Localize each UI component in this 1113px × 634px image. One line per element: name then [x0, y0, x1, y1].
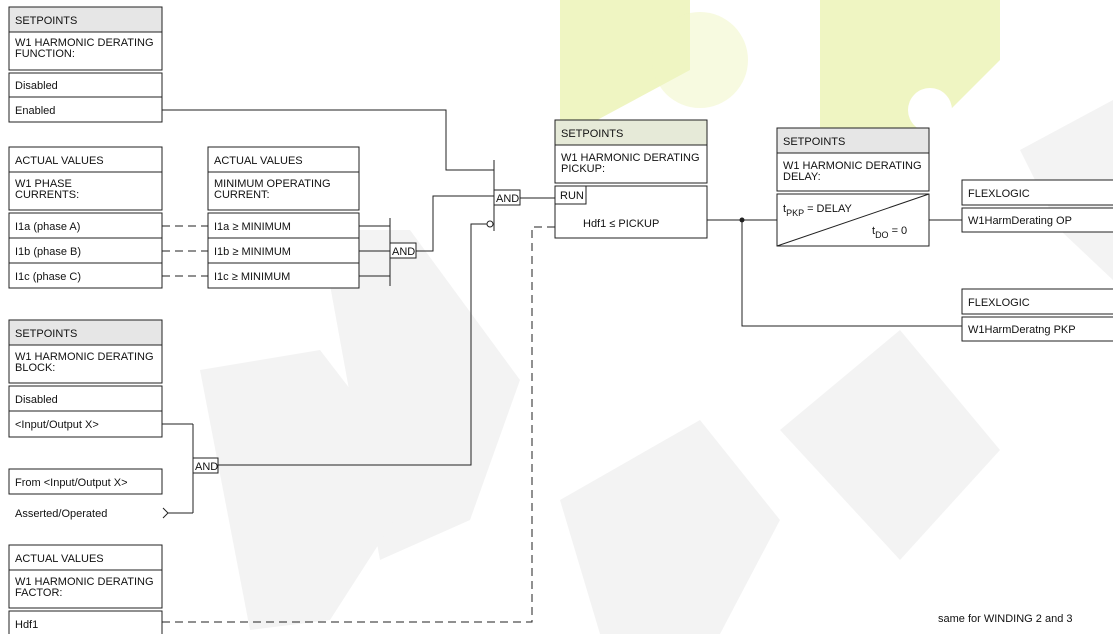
asserted-label: Asserted/Operated	[15, 508, 107, 520]
flexlogic-op-header: FLEXLOGIC	[968, 188, 1030, 200]
factor-value: Hdf1	[15, 619, 38, 631]
from-io-block: From <Input/Output X> Asserted/Operated	[8, 468, 193, 520]
delay-header: SETPOINTS	[783, 136, 845, 148]
block-option-disabled[interactable]: Disabled	[15, 394, 58, 406]
function-option-enabled[interactable]: Enabled	[15, 105, 55, 117]
asserted-arrow-icon	[162, 507, 169, 519]
delay-tpkp: tPKP= DELAY	[783, 203, 852, 218]
block-option-io[interactable]: <Input/Output X>	[15, 419, 99, 431]
and-gate-main: AND	[470, 160, 555, 231]
block-signal-line	[218, 223, 487, 466]
min-a-row: I1a ≥ MINIMUM	[214, 221, 291, 233]
phase-currents-header: ACTUAL VALUES	[15, 155, 104, 167]
enabled-signal-line	[162, 109, 494, 171]
phase-a-row: I1a (phase A)	[15, 221, 80, 233]
and-gate-phase-label: AND	[392, 246, 415, 258]
flexlogic-op-block: FLEXLOGIC W1HarmDerating OP	[961, 179, 1113, 233]
factor-header: ACTUAL VALUES	[15, 553, 104, 565]
footnote: same for WINDING 2 and 3	[938, 613, 1073, 625]
flexlogic-pkp-header: FLEXLOGIC	[968, 297, 1030, 309]
pickup-condition: Hdf1 ≤ PICKUP	[583, 218, 659, 230]
and-gate-block: AND	[162, 423, 219, 513]
pickup-header: SETPOINTS	[561, 128, 623, 140]
function-header: SETPOINTS	[15, 15, 77, 27]
and-gate-phase: AND	[359, 195, 470, 286]
pkp-signal-line	[741, 220, 962, 327]
from-io-label: From <Input/Output X>	[15, 477, 128, 489]
and-gate-block-label: AND	[195, 461, 218, 473]
min-b-row: I1b ≥ MINIMUM	[214, 246, 291, 258]
phase-b-row: I1b (phase B)	[15, 246, 81, 258]
flexlogic-pkp-operand[interactable]: W1HarmDeratng PKP	[968, 324, 1076, 336]
block-header: SETPOINTS	[15, 328, 77, 340]
flexlogic-op-operand[interactable]: W1HarmDerating OP	[968, 215, 1072, 227]
and-gate-main-label: AND	[496, 193, 519, 205]
phase-c-row: I1c (phase C)	[15, 271, 81, 283]
minimum-current-header: ACTUAL VALUES	[214, 155, 303, 167]
pickup-run-label: RUN	[560, 190, 584, 202]
function-option-disabled[interactable]: Disabled	[15, 80, 58, 92]
factor-signal-line	[162, 226, 555, 623]
min-c-row: I1c ≥ MINIMUM	[214, 271, 290, 283]
flexlogic-pkp-block: FLEXLOGIC W1HarmDeratng PKP	[961, 288, 1113, 342]
delay-tdo: tDO= 0	[872, 225, 907, 240]
